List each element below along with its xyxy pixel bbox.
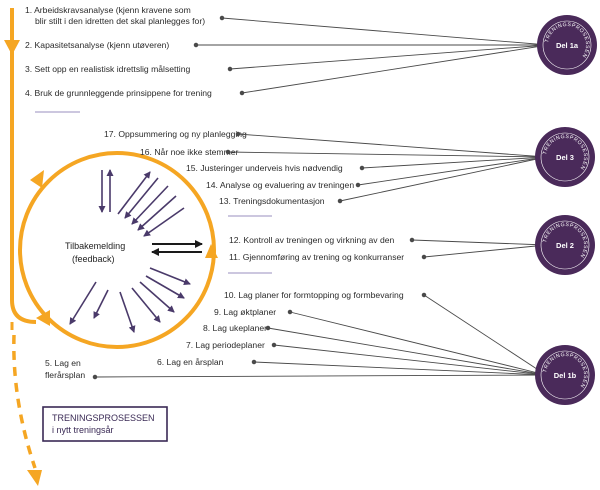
training-cycle-circle bbox=[18, 151, 218, 349]
step-6-label: 6. Lag en årsplan bbox=[157, 357, 224, 367]
step-14-label: 14. Analyse og evaluering av treningen bbox=[206, 180, 354, 190]
step-4-label: 4. Bruk de grunnleggende prinsippene for… bbox=[25, 88, 212, 98]
step-17-label: 17. Oppsummering og ny planlegging bbox=[104, 129, 247, 139]
orange-flow-line bbox=[4, 8, 42, 486]
badge-del-2: TRENINGSPROSESSEN Del 2 bbox=[535, 215, 595, 275]
step-7-label: 7. Lag periodeplaner bbox=[186, 340, 265, 350]
connector-lines bbox=[92, 15, 549, 380]
badge-del-1b-label: Del 1b bbox=[554, 371, 577, 380]
step-11-label: 11. Gjennomføring av trening og konkurra… bbox=[229, 252, 404, 262]
step-10-label: 10. Lag planer for formtopping og formbe… bbox=[224, 290, 404, 300]
step-15-label: 15. Justeringer underveis hvis nødvendig bbox=[186, 163, 343, 173]
step-13-label: 13. Treningsdokumentasjon bbox=[219, 196, 325, 206]
badge-del-1b: TRENINGSPROSESSEN Del 1b bbox=[535, 345, 595, 405]
step-5-label: 5. Lag en bbox=[45, 358, 81, 368]
badge-del-3: TRENINGSPROSESSEN Del 3 bbox=[535, 127, 595, 187]
new-year-box-title: TRENINGSPROSESSEN bbox=[52, 413, 155, 423]
new-year-box-subtitle: i nytt treningsår bbox=[52, 425, 114, 435]
step-1-label: 1. Arbeidskravsanalyse (kjenn kravene so… bbox=[25, 5, 191, 15]
feedback-sublabel: (feedback) bbox=[72, 254, 115, 264]
feedback-label: Tilbakemelding bbox=[65, 241, 125, 251]
dashed-arrow-head-icon bbox=[27, 470, 42, 486]
new-year-box: TRENINGSPROSESSEN i nytt treningsår bbox=[42, 406, 168, 442]
cycle-arrow-up-icon bbox=[205, 244, 218, 258]
cycle-arrow-icon bbox=[30, 170, 44, 188]
down-arrow-icon bbox=[4, 40, 20, 55]
feedback-arrows bbox=[151, 240, 203, 256]
badge-del-2-label: Del 2 bbox=[556, 241, 574, 250]
badge-del-3-label: Del 3 bbox=[556, 153, 574, 162]
step-2-label: 2. Kapasitetsanalyse (kjenn utøveren) bbox=[25, 40, 169, 50]
cycle-arrow-right-icon bbox=[36, 310, 50, 326]
badge-del-1a-label: Del 1a bbox=[556, 41, 579, 50]
step-1-label-cont: blir stilt i den idretten det skal planl… bbox=[35, 16, 205, 26]
radial-arrows bbox=[69, 169, 191, 333]
step-9-label: 9. Lag øktplaner bbox=[214, 307, 276, 317]
step-16-label: 16. Når noe ikke stemmer bbox=[140, 147, 239, 157]
step-12-label: 12. Kontroll av treningen og virkning av… bbox=[229, 235, 395, 245]
step-8-label: 8. Lag ukeplaner bbox=[203, 323, 267, 333]
badge-del-1a: TRENINGSPROSESSEN Del 1a bbox=[537, 15, 597, 75]
step-3-label: 3. Sett opp en realistisk idrettslig mål… bbox=[25, 64, 190, 74]
step-5-label-cont: flerårsplan bbox=[45, 370, 85, 380]
